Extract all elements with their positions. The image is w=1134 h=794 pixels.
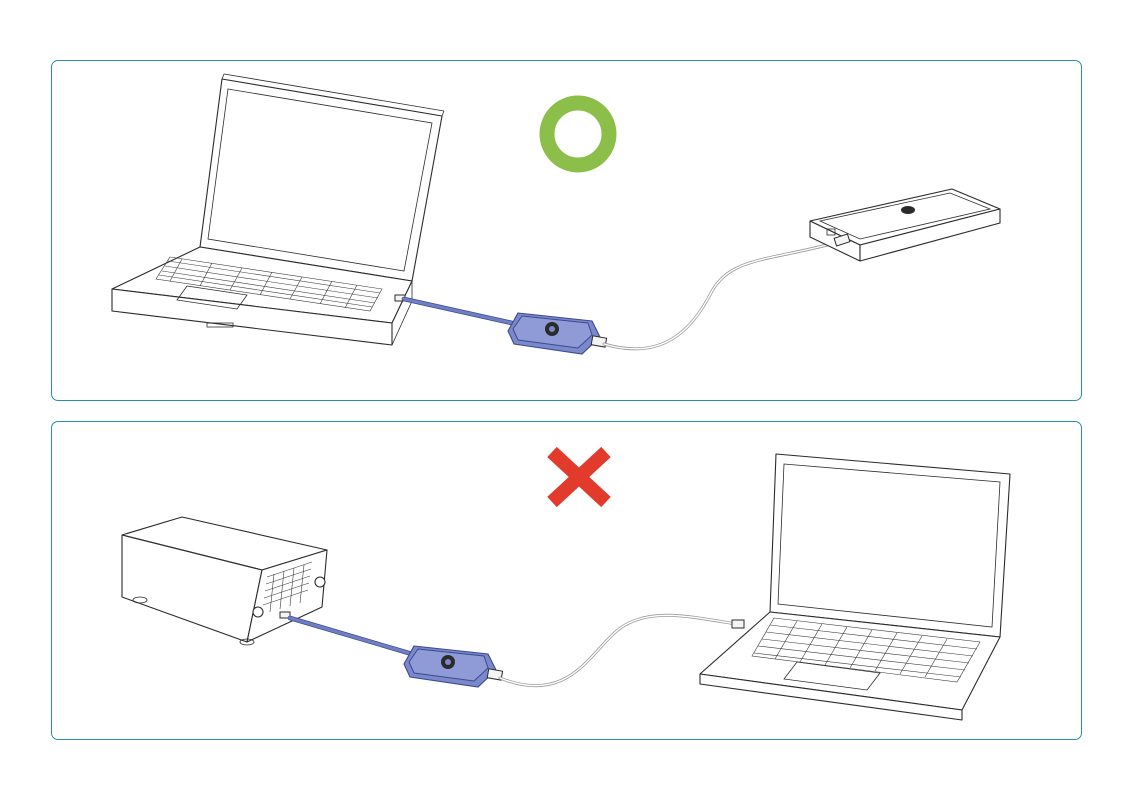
usb-adapter-icon: [404, 646, 503, 687]
incorrect-connection-panel: [51, 421, 1082, 740]
laptop-computer-icon: [700, 454, 1010, 720]
laptop-computer-icon: [112, 74, 444, 345]
correct-connection-diagram: [52, 61, 1082, 401]
green-circle-icon: [547, 103, 609, 165]
incorrect-connection-diagram: [52, 422, 1082, 740]
desktop-enclosure-icon: [122, 517, 327, 645]
correct-connection-panel: [51, 60, 1082, 401]
usb-adapter-icon: [508, 313, 607, 354]
portable-drive-icon: [810, 189, 1000, 261]
red-cross-icon: [552, 452, 606, 502]
